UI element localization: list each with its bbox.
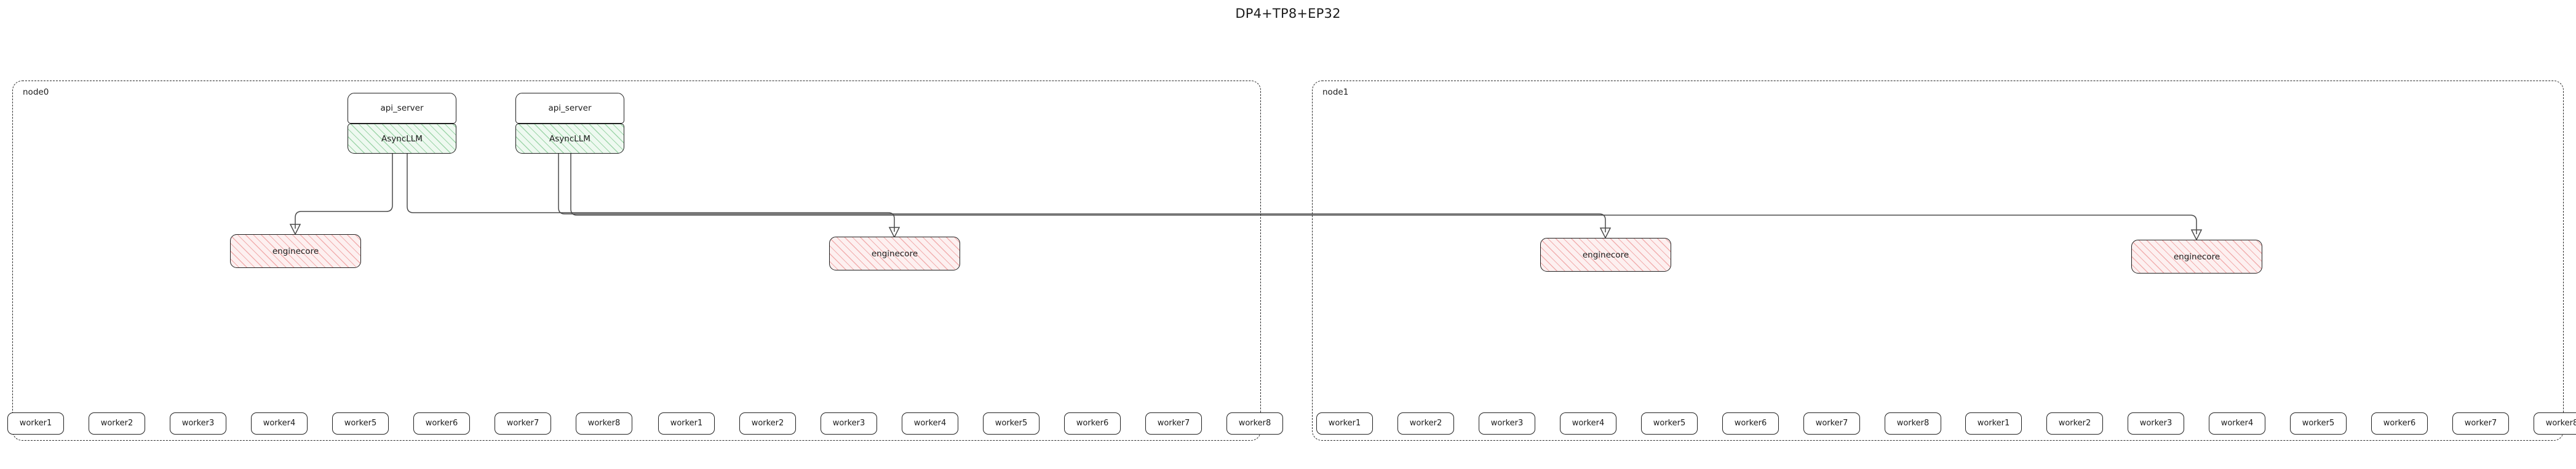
node-label-node1: node1 xyxy=(1322,87,1349,97)
worker-box-node1-g0-4-label: worker4 xyxy=(1572,419,1605,428)
worker-box-node0-g0-4-label: worker4 xyxy=(263,419,296,428)
worker-box-node0-g0-1[interactable]: worker1 xyxy=(7,412,64,435)
worker-box-node0-g1-6[interactable]: worker6 xyxy=(1064,412,1121,435)
worker-box-node1-g0-3-label: worker3 xyxy=(1490,419,1524,428)
arrowhead-0 xyxy=(289,224,301,235)
worker-box-node1-g0-6[interactable]: worker6 xyxy=(1722,412,1779,435)
worker-box-node0-g0-4[interactable]: worker4 xyxy=(251,412,308,435)
engine-core-box-node0-0[interactable]: enginecore xyxy=(230,234,361,268)
worker-box-node1-g1-2-label: worker2 xyxy=(2058,419,2091,428)
worker-box-node1-g0-8-label: worker8 xyxy=(1896,419,1930,428)
worker-box-node0-g1-6-label: worker6 xyxy=(1076,419,1109,428)
worker-box-node1-g1-6[interactable]: worker6 xyxy=(2371,412,2428,435)
worker-box-node0-g1-3-label: worker3 xyxy=(832,419,865,428)
worker-box-node1-g0-5[interactable]: worker5 xyxy=(1641,412,1698,435)
engine-core-box-node1-1[interactable]: enginecore xyxy=(2131,240,2262,274)
worker-box-node0-g1-2-label: worker2 xyxy=(751,419,784,428)
edge-3 xyxy=(570,154,2197,234)
worker-box-node0-g0-5-label: worker5 xyxy=(344,419,377,428)
worker-box-node0-g0-2-label: worker2 xyxy=(100,419,133,428)
worker-box-node0-g0-6[interactable]: worker6 xyxy=(413,412,470,435)
worker-box-node0-g1-1-label: worker1 xyxy=(670,419,703,428)
worker-box-node0-g0-3-label: worker3 xyxy=(181,419,215,428)
worker-box-node1-g0-2-label: worker2 xyxy=(1409,419,1442,428)
worker-box-node1-g1-2[interactable]: worker2 xyxy=(2046,412,2103,435)
worker-box-node1-g0-3[interactable]: worker3 xyxy=(1479,412,1535,435)
worker-box-node0-g1-2[interactable]: worker2 xyxy=(739,412,796,435)
engine-core-box-node1-0-label: enginecore xyxy=(1582,250,1629,260)
worker-box-node0-g0-7-label: worker7 xyxy=(506,419,539,428)
worker-box-node1-g1-5-label: worker5 xyxy=(2302,419,2335,428)
async-llm-box-node0-0-label: AsyncLLM xyxy=(381,133,423,144)
worker-box-node1-g0-1-label: worker1 xyxy=(1328,419,1361,428)
worker-box-node0-g1-7-label: worker7 xyxy=(1157,419,1190,428)
node-container-node1: node1 xyxy=(1312,81,2564,441)
worker-box-node0-g0-8[interactable]: worker8 xyxy=(576,412,632,435)
edge-0 xyxy=(295,154,393,229)
engine-core-box-node0-0-label: enginecore xyxy=(272,246,319,256)
worker-box-node1-g1-7-label: worker7 xyxy=(2464,419,2497,428)
worker-box-node1-g1-7[interactable]: worker7 xyxy=(2452,412,2509,435)
node-label-node0: node0 xyxy=(23,87,49,97)
worker-box-node0-g0-6-label: worker6 xyxy=(425,419,458,428)
async-llm-box-node0-1-label: AsyncLLM xyxy=(549,133,590,144)
engine-core-box-node0-1[interactable]: enginecore xyxy=(829,237,960,270)
worker-box-node0-g0-3[interactable]: worker3 xyxy=(170,412,226,435)
worker-box-node1-g0-2[interactable]: worker2 xyxy=(1397,412,1454,435)
worker-box-node1-g1-8[interactable]: worker8 xyxy=(2534,412,2576,435)
worker-box-node1-g1-1-label: worker1 xyxy=(1977,419,2010,428)
worker-box-node1-g0-7[interactable]: worker7 xyxy=(1803,412,1860,435)
worker-box-node1-g1-5[interactable]: worker5 xyxy=(2290,412,2347,435)
async-llm-box-node0-1[interactable]: AsyncLLM xyxy=(515,124,624,154)
api-server-box-node0-1[interactable]: api_server xyxy=(515,93,624,124)
worker-box-node1-g1-3-label: worker3 xyxy=(2139,419,2173,428)
worker-box-node1-g0-5-label: worker5 xyxy=(1653,419,1686,428)
worker-box-node0-g0-8-label: worker8 xyxy=(587,419,621,428)
worker-box-node0-g1-3[interactable]: worker3 xyxy=(821,412,877,435)
worker-box-node1-g1-3[interactable]: worker3 xyxy=(2128,412,2184,435)
engine-core-box-node1-0[interactable]: enginecore xyxy=(1540,238,1671,272)
worker-box-node0-g1-4-label: worker4 xyxy=(913,419,947,428)
worker-box-node1-g1-1[interactable]: worker1 xyxy=(1965,412,2022,435)
async-llm-box-node0-0[interactable]: AsyncLLM xyxy=(348,124,456,154)
worker-box-node1-g0-7-label: worker7 xyxy=(1815,419,1848,428)
worker-box-node1-g1-4[interactable]: worker4 xyxy=(2209,412,2265,435)
worker-box-node1-g1-6-label: worker6 xyxy=(2383,419,2416,428)
worker-box-node0-g0-2[interactable]: worker2 xyxy=(89,412,145,435)
arrowhead-1 xyxy=(888,227,900,238)
api-server-box-node0-1-label: api_server xyxy=(548,103,592,113)
worker-box-node0-g1-1[interactable]: worker1 xyxy=(658,412,715,435)
api-server-box-node0-0-label: api_server xyxy=(380,103,424,113)
worker-box-node1-g1-8-label: worker8 xyxy=(2545,419,2576,428)
arrowhead-3 xyxy=(2190,229,2203,241)
arrowhead-2 xyxy=(1599,227,1612,239)
worker-box-node1-g0-4[interactable]: worker4 xyxy=(1560,412,1616,435)
diagram-title: DP4+TP8+EP32 xyxy=(1235,6,1341,21)
edge-2 xyxy=(558,154,1606,232)
worker-box-node0-g1-7[interactable]: worker7 xyxy=(1145,412,1202,435)
edge-1 xyxy=(407,154,895,232)
api-server-box-node0-0[interactable]: api_server xyxy=(348,93,456,124)
worker-box-node0-g1-8-label: worker8 xyxy=(1238,419,1271,428)
worker-box-node1-g0-1[interactable]: worker1 xyxy=(1316,412,1373,435)
worker-box-node0-g0-7[interactable]: worker7 xyxy=(495,412,551,435)
worker-box-node0-g1-5[interactable]: worker5 xyxy=(983,412,1040,435)
worker-box-node0-g1-8[interactable]: worker8 xyxy=(1226,412,1283,435)
engine-core-box-node0-1-label: enginecore xyxy=(871,248,918,259)
worker-box-node1-g0-8[interactable]: worker8 xyxy=(1885,412,1941,435)
worker-box-node1-g0-6-label: worker6 xyxy=(1734,419,1767,428)
engine-core-box-node1-1-label: enginecore xyxy=(2173,251,2220,262)
worker-box-node0-g0-5[interactable]: worker5 xyxy=(332,412,389,435)
worker-box-node1-g1-4-label: worker4 xyxy=(2220,419,2254,428)
worker-box-node0-g1-5-label: worker5 xyxy=(995,419,1028,428)
node-container-node0: node0 xyxy=(12,81,1261,441)
worker-box-node0-g0-1-label: worker1 xyxy=(19,419,52,428)
worker-box-node0-g1-4[interactable]: worker4 xyxy=(902,412,958,435)
